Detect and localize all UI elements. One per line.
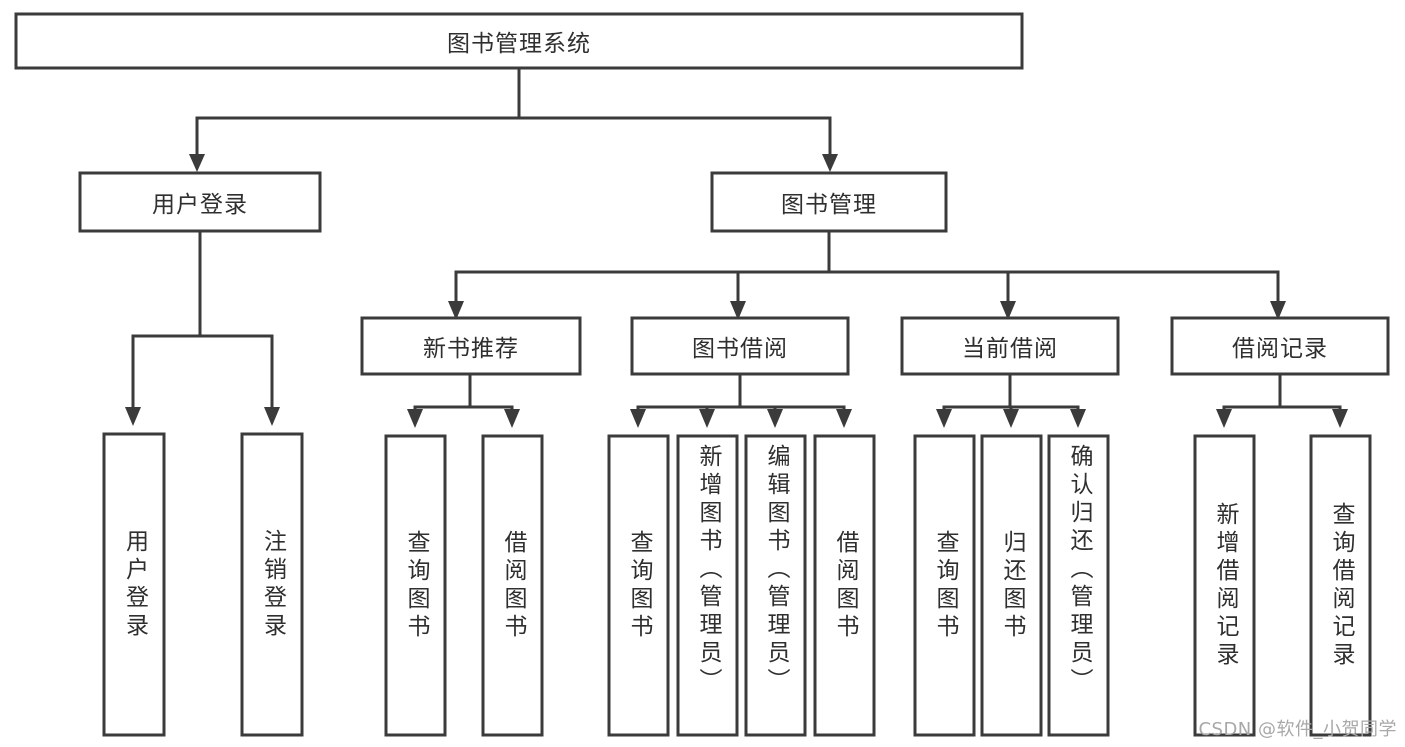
arrow-to-current-borrow <box>1000 301 1016 320</box>
watermark-text: CSDN @软件_小贺同学 <box>1198 719 1397 740</box>
arrow-to-user-login <box>189 154 205 172</box>
arrow-to-leaf-confirm-return <box>1070 409 1086 428</box>
node-leaf-edit-book-box[interactable] <box>744 434 807 737</box>
arrow-to-leaf-borrow-book-1 <box>504 409 520 428</box>
node-leaf-return-book-box[interactable] <box>980 434 1043 737</box>
node-leaf-query-book-1-box[interactable] <box>384 434 447 737</box>
connector-book-manage-to-level3 <box>454 229 1280 305</box>
node-leaf-user-login-box[interactable] <box>102 432 166 737</box>
arrow-to-leaf-query-book-3 <box>936 409 952 428</box>
arrow-to-book-borrow <box>730 301 746 320</box>
arrow-to-new-book-recommend <box>448 301 464 320</box>
arrow-to-leaf-add-book <box>699 409 715 428</box>
arrow-to-leaf-return-book <box>1003 409 1019 428</box>
node-leaf-borrow-book-2-box[interactable] <box>813 434 876 737</box>
arrow-to-leaf-borrow-book-2 <box>836 409 852 428</box>
arrow-to-book-manage <box>822 154 838 172</box>
connector-book-borrow-to-leaves <box>636 372 846 414</box>
arrow-to-leaf-user-login <box>125 407 141 426</box>
node-leaf-confirm-return-box[interactable] <box>1047 434 1110 737</box>
connector-borrow-record-to-leaves <box>1222 372 1342 414</box>
arrow-to-borrow-record <box>1270 301 1286 320</box>
arrow-to-leaf-query-book-2 <box>630 409 646 428</box>
node-leaf-borrow-book-1-box[interactable] <box>481 434 544 737</box>
arrow-to-leaf-query-book-1 <box>407 409 423 428</box>
node-leaf-add-record-box[interactable] <box>1193 434 1256 737</box>
node-leaf-query-book-2-box[interactable] <box>607 434 670 737</box>
node-root-box[interactable] <box>14 12 1024 70</box>
node-leaf-add-book-box[interactable] <box>676 434 739 737</box>
connector-user-login-to-leaves <box>131 229 274 411</box>
node-user-login-box[interactable] <box>78 171 322 233</box>
arrow-to-leaf-edit-book <box>767 409 783 428</box>
node-book-manage-box[interactable] <box>710 171 948 233</box>
node-current-borrow-box[interactable] <box>900 316 1120 376</box>
arrow-to-leaf-query-record <box>1332 409 1348 428</box>
node-borrow-record-box[interactable] <box>1170 316 1390 376</box>
connector-root-to-level2 <box>195 66 832 158</box>
node-leaf-query-record-box[interactable] <box>1309 434 1372 737</box>
connector-new-book-recommend-to-leaves <box>413 372 514 414</box>
arrow-to-leaf-logout-login <box>264 407 280 426</box>
node-book-borrow-box[interactable] <box>630 316 850 376</box>
arrow-to-leaf-add-record <box>1216 409 1232 428</box>
node-leaf-query-book-3-box[interactable] <box>913 434 976 737</box>
connector-current-borrow-to-leaves <box>942 372 1080 414</box>
node-leaf-logout-login-box[interactable] <box>240 432 304 737</box>
node-new-book-recommend-box[interactable] <box>360 316 582 376</box>
